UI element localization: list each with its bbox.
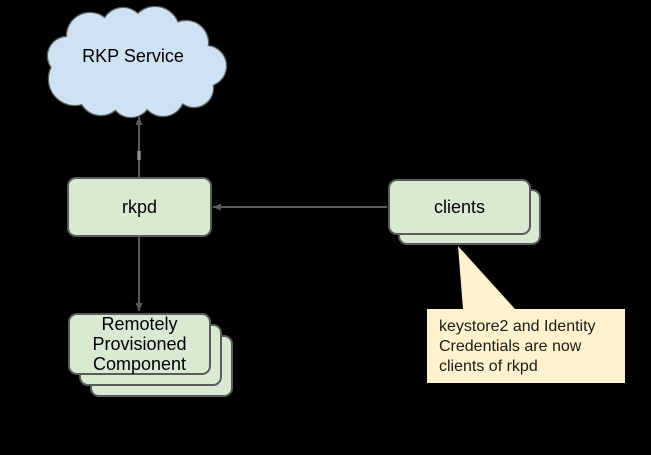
callout-pointer [458, 246, 515, 309]
callout-text: keystore2 and Identity Credentials are n… [439, 318, 596, 375]
rkpd-box [67, 177, 212, 237]
clients-node: clients [388, 179, 541, 245]
rkp-service-cloud-shape [46, 6, 228, 119]
rpc-label: Remotely Provisioned Component [92, 314, 187, 374]
rkpd-node: rkpd [67, 177, 212, 237]
clients-label: clients [433, 197, 486, 217]
clients-box-front [388, 179, 531, 235]
callout-note: keystore2 and Identity Credentials are n… [427, 309, 625, 383]
rpc-node: Remotely Provisioned Component [68, 313, 233, 397]
rkpd-label: rkpd [121, 197, 157, 217]
rkp-service-label: RKP Service [82, 46, 184, 66]
rpc-box-front [68, 313, 211, 375]
